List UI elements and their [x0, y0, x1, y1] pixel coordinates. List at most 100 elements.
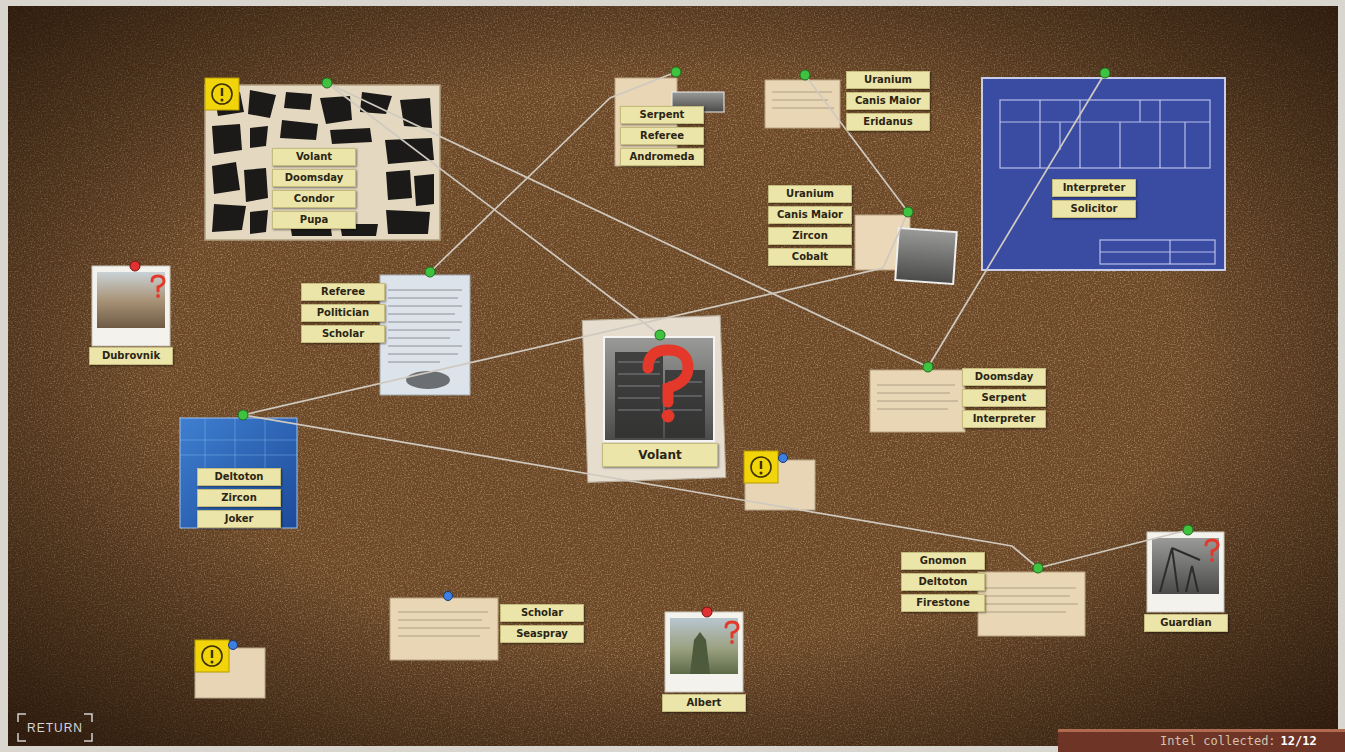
pin-string — [243, 415, 1038, 568]
blueprint — [1100, 240, 1215, 264]
code-name-tag: Serpent — [962, 389, 1046, 407]
intel-card: Guardian — [1147, 530, 1224, 612]
intel-card: Volant — [604, 335, 714, 441]
polaroid-photo — [1152, 538, 1219, 594]
document-sheet — [388, 290, 462, 362]
push-pin — [923, 362, 933, 372]
push-pin — [238, 410, 248, 420]
push-pin — [1033, 563, 1043, 573]
intel-card: ScholarSeaspray — [390, 596, 498, 660]
code-name-tag: Deltoton — [197, 468, 281, 486]
intel-counter: Intel collected:12/12 — [1160, 734, 1317, 748]
blueprint — [1100, 240, 1215, 264]
city-map — [244, 168, 268, 202]
paper-card — [765, 80, 840, 128]
push-pin — [702, 607, 712, 617]
code-name-tag: Deltoton — [901, 573, 985, 591]
push-pin — [1100, 68, 1110, 78]
push-pin — [229, 454, 788, 650]
push-pin — [655, 330, 665, 340]
code-name-tag: Cobalt — [768, 248, 852, 266]
target-photo — [582, 316, 726, 483]
polaroid-photo — [690, 632, 710, 674]
tag-stack: Volant — [602, 443, 718, 470]
city-map — [280, 120, 318, 140]
code-name-tag: Serpent — [620, 106, 704, 124]
code-name-tag: Guardian — [1144, 614, 1228, 632]
intel-bar — [1058, 729, 1345, 732]
code-name-tag: Dubrovnik — [89, 347, 173, 365]
paper-card — [895, 228, 956, 284]
code-name-tag: Gnomon — [901, 552, 985, 570]
intel-card: VolantDoomsdayCondorPupa — [205, 83, 440, 240]
city-map — [386, 210, 430, 234]
polaroid-photo — [730, 640, 734, 644]
intel-bar — [1058, 729, 1345, 752]
tag-stack: DoomsdaySerpentInterpreter — [962, 368, 1046, 431]
tag-stack: SerpentRefereeAndromeda — [620, 106, 704, 169]
tag-stack: RefereePoliticianScholar — [301, 283, 385, 346]
polaroid-photo — [1210, 558, 1214, 562]
push-pin — [229, 641, 238, 650]
polaroid-photo — [152, 276, 164, 291]
tag-stack: InterpreterSolicitor — [1052, 179, 1136, 221]
sticky-alert-note — [195, 78, 815, 698]
intel-card: InterpreterSolicitor — [982, 73, 1225, 270]
push-pin — [425, 267, 435, 277]
sticky-alert-note — [212, 88, 761, 658]
push-pin — [130, 261, 712, 617]
sticky-alert-note — [221, 99, 224, 102]
tag-stack: Dubrovnik — [89, 347, 173, 368]
intel-card: GnomonDeltotonFirestone — [978, 568, 1085, 636]
sticky-alert-note — [202, 84, 771, 666]
city-map — [212, 124, 242, 154]
sticky-alert-note — [211, 661, 214, 664]
polaroid-photo — [670, 618, 738, 674]
code-name-tag: Eridanus — [846, 113, 930, 131]
return-button — [18, 714, 92, 741]
polaroid-photo — [92, 266, 1224, 692]
blue-card — [180, 418, 297, 468]
code-name-tag: Condor — [272, 190, 356, 208]
target-photo — [604, 337, 714, 441]
code-name-tag: Albert — [662, 694, 746, 712]
cork-ground — [8, 6, 1338, 746]
polaroid-photo — [92, 266, 170, 346]
paper-card — [398, 92, 1078, 636]
return-button — [18, 714, 92, 741]
push-pin — [238, 67, 1193, 573]
pin-string — [1038, 530, 1188, 568]
cork-ground — [8, 6, 1338, 746]
code-name-tag: Scholar — [301, 325, 385, 343]
city-map — [284, 92, 312, 110]
code-name-tag: Politician — [301, 304, 385, 322]
city-map — [320, 96, 352, 124]
code-name-tag: Interpreter — [1052, 179, 1136, 197]
code-name-tag: Referee — [620, 127, 704, 145]
intel-bar — [1058, 729, 1345, 752]
blue-card — [180, 418, 297, 528]
code-name-tag: Seaspray — [500, 625, 584, 643]
code-name-tag: Volant — [272, 148, 356, 166]
code-name-tag: Doomsday — [962, 368, 1046, 386]
code-name-tag: Scholar — [500, 604, 584, 622]
blue-card — [180, 418, 297, 468]
polaroid-photo — [156, 294, 1214, 644]
push-pin — [444, 592, 453, 601]
city-map — [414, 174, 434, 206]
intel-card: SerpentRefereeAndromeda — [615, 72, 725, 166]
polaroid-photo — [152, 276, 1218, 637]
tag-stack: VolantDoomsdayCondorPupa — [272, 148, 356, 232]
code-name-tag: Firestone — [901, 594, 985, 612]
city-map — [248, 90, 276, 118]
intel-card: UraniumCanis MaiorZirconCobalt — [855, 212, 955, 282]
city-map — [250, 210, 268, 234]
paper-card — [390, 598, 498, 660]
push-pin — [800, 70, 810, 80]
target-photo — [615, 352, 663, 438]
tag-stack: Albert — [662, 694, 746, 715]
code-name-tag: Uranium — [846, 71, 930, 89]
